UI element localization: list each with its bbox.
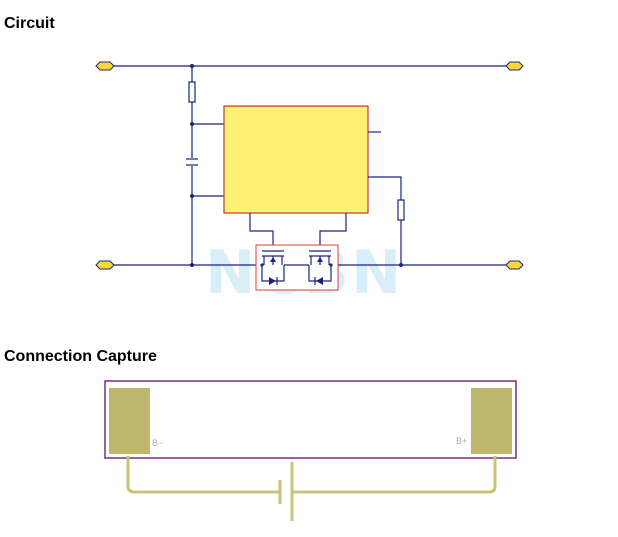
junction-dot: [399, 263, 403, 267]
dout-gate-wire: [249, 213, 274, 250]
q2-body-diode: [316, 277, 323, 285]
mosfet-q1: [262, 250, 284, 265]
terminal-top-left: [95, 61, 115, 71]
terminal-top-right: [505, 61, 524, 71]
mosfet-pair-box: [255, 244, 339, 291]
cout-gate-wire: [319, 213, 347, 250]
battery-negative-wire: [126, 456, 279, 494]
battery-positive-wire: [293, 456, 497, 494]
terminal-bottom-left: [95, 260, 115, 270]
q1-body-diode: [269, 277, 276, 285]
connection-capture-section-title: Connection Capture: [4, 348, 157, 365]
circuit-section-title: Circuit: [4, 15, 55, 32]
junction-dot: [190, 263, 194, 267]
pad-b-plus: [471, 388, 512, 454]
terminal-bottom-right: [505, 260, 524, 270]
resistor-r1: [188, 81, 196, 103]
circuit-schematic: [95, 61, 524, 291]
junction-dot: [190, 64, 194, 68]
mosfet-q2: [309, 250, 331, 265]
resistor-r2: [397, 199, 405, 221]
pad-b-plus-label: B+: [456, 436, 467, 446]
pcb-outline: [104, 380, 517, 459]
protection-ic: [223, 105, 369, 214]
pad-b-minus: [109, 388, 150, 454]
connection-capture: B− B+: [104, 380, 517, 521]
pad-b-minus-label: B−: [152, 438, 163, 448]
ic-pin-vm-wire: [368, 176, 402, 200]
